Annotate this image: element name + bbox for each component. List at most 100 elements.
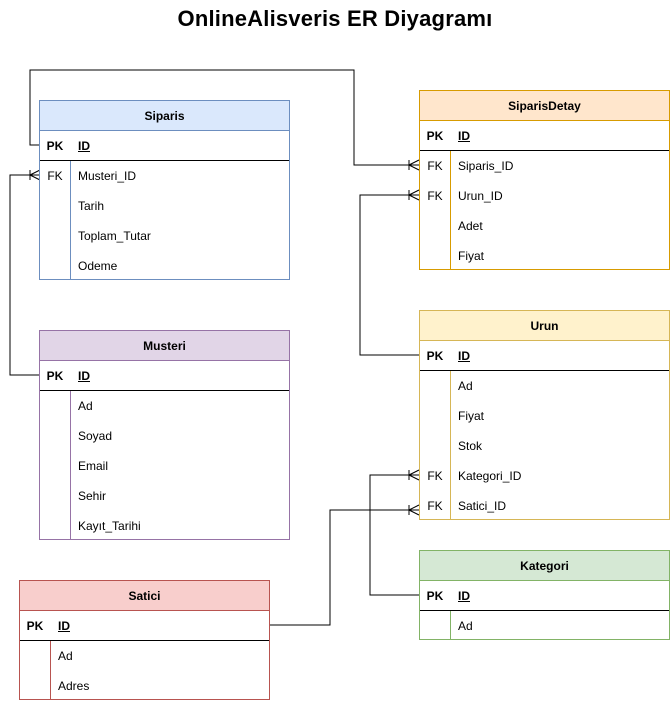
field-name: Fiyat xyxy=(458,409,485,423)
field-name: ID xyxy=(78,139,90,153)
field-name: Odeme xyxy=(78,259,118,273)
field-name: ID xyxy=(78,369,90,383)
field-name: Musteri_ID xyxy=(78,169,137,183)
key-type-label xyxy=(40,251,70,281)
key-type-label: PK xyxy=(426,129,444,143)
key-type-label xyxy=(40,421,70,451)
key-type-label xyxy=(40,481,70,511)
key-type-label xyxy=(40,451,70,481)
key-type-label: FK xyxy=(427,189,443,203)
field-name: Ad xyxy=(458,379,473,393)
entity-header: Siparis xyxy=(40,101,289,131)
entity-header: Satici xyxy=(20,581,269,611)
key-type-label xyxy=(420,371,450,401)
entity-header: Urun xyxy=(420,311,669,341)
field-row: Fiyat xyxy=(420,401,669,431)
field-row: Adet xyxy=(420,211,669,241)
field-row: FK Siparis_ID xyxy=(420,151,669,181)
field-row: Stok xyxy=(420,431,669,461)
key-type-label: PK xyxy=(426,589,444,603)
field-name: Toplam_Tutar xyxy=(78,229,151,243)
field-name: Kategori_ID xyxy=(458,469,522,483)
crowfoot-urun-kategori-id xyxy=(408,469,420,481)
key-column-divider xyxy=(70,161,71,279)
connector-siparis-siparisdetay xyxy=(29,69,419,166)
field-row: Kayıt_Tarihi xyxy=(40,511,289,541)
connector-satici-urun xyxy=(269,509,419,626)
key-type-label: FK xyxy=(427,159,443,173)
field-row: Email xyxy=(40,451,289,481)
field-name: Adet xyxy=(458,219,483,233)
key-column-divider xyxy=(70,391,71,539)
key-type-label: FK xyxy=(427,469,443,483)
field-name: Satici_ID xyxy=(458,499,507,513)
key-type-label: FK xyxy=(47,169,63,183)
entity-header: SiparisDetay xyxy=(420,91,669,121)
key-column-divider xyxy=(450,611,451,639)
field-row: FK Satici_ID xyxy=(420,491,669,521)
field-row: Tarih xyxy=(40,191,289,221)
entity-header: Musteri xyxy=(40,331,289,361)
key-type-label xyxy=(40,511,70,541)
entity-header: Kategori xyxy=(420,551,669,581)
field-name: ID xyxy=(458,589,470,603)
key-type-label xyxy=(420,611,450,641)
key-type-label: PK xyxy=(426,349,444,363)
field-name: Email xyxy=(78,459,109,473)
primary-key-row: PK ID xyxy=(40,131,289,161)
key-type-label xyxy=(40,191,70,221)
crowfoot-urun-satici-id xyxy=(408,504,420,516)
key-column-divider xyxy=(450,151,451,269)
field-name: ID xyxy=(458,129,470,143)
field-name: Fiyat xyxy=(458,249,485,263)
field-row: Ad xyxy=(420,371,669,401)
field-name: ID xyxy=(458,349,470,363)
crowfoot-siparisdetay-siparis-id xyxy=(408,159,420,171)
field-row: FK Musteri_ID xyxy=(40,161,289,191)
field-name: Ad xyxy=(78,399,93,413)
diagram-title: OnlineAlisveris ER Diyagramı xyxy=(177,6,493,31)
field-row: Ad xyxy=(20,641,269,671)
key-type-label xyxy=(40,391,70,421)
crowfoot-siparis-musteri-id xyxy=(29,169,41,181)
primary-key-row: PK ID xyxy=(40,361,289,391)
key-type-label xyxy=(420,211,450,241)
field-name: Ad xyxy=(58,649,73,663)
field-row: Adres xyxy=(20,671,269,701)
field-row: Fiyat xyxy=(420,241,669,271)
field-name: Ad xyxy=(458,619,473,633)
crowfoot-siparisdetay-urun-id xyxy=(408,189,420,201)
key-type-label: PK xyxy=(46,139,64,153)
key-type-label: PK xyxy=(46,369,64,383)
primary-key-row: PK ID xyxy=(420,341,669,371)
connector-kategori-urun xyxy=(369,474,419,596)
key-type-label xyxy=(420,241,450,271)
key-type-label xyxy=(420,431,450,461)
key-type-label: FK xyxy=(427,499,443,513)
primary-key-row: PK ID xyxy=(420,121,669,151)
field-row: FK Kategori_ID xyxy=(420,461,669,491)
field-name: Kayıt_Tarihi xyxy=(78,519,141,533)
field-row: Ad xyxy=(420,611,669,641)
field-name: Adres xyxy=(58,679,90,693)
primary-key-row: PK ID xyxy=(420,581,669,611)
field-name: ID xyxy=(58,619,70,633)
key-type-label xyxy=(20,641,50,671)
key-column-divider xyxy=(450,371,451,519)
key-type-label xyxy=(20,671,50,701)
field-name: Sehir xyxy=(78,489,107,503)
field-name: Siparis_ID xyxy=(458,159,514,173)
connector-urun-siparisdetay xyxy=(359,194,419,356)
field-row: Soyad xyxy=(40,421,289,451)
connector-musteri-siparis xyxy=(9,174,40,376)
field-name: Stok xyxy=(458,439,483,453)
